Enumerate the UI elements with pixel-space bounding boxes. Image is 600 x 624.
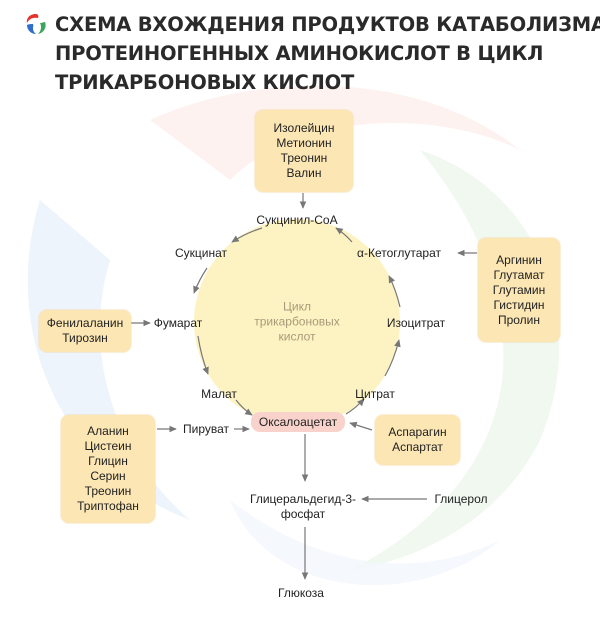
isocitrate-label: Изоцитрат (386, 316, 446, 330)
amino-acid: Глицин (88, 454, 128, 468)
amino-acid: Валин (286, 166, 322, 180)
center-line: трикарбоновых (254, 314, 340, 329)
amino-acid: Гистидин (493, 297, 545, 312)
amino-acid: Цистеин (84, 439, 132, 453)
glyceraldehyde-3-phosphate-label: Глицеральдегид-3- фосфат (250, 492, 356, 522)
malate-label: Малат (201, 387, 237, 401)
title-line: СХЕМА ВХОЖДЕНИЯ ПРОДУКТОВ КАТАБОЛИЗМА (55, 13, 600, 36)
amino-acid: Метионин (276, 136, 332, 150)
arrow-succinylcoa-succinate (231, 227, 263, 243)
amino-acid: Треонин (280, 151, 328, 165)
arrow-citrate-isocitrate (384, 339, 401, 377)
amino-acid: Глутамин (492, 282, 546, 297)
arrow-isocitrate-akg (388, 275, 401, 308)
succinate-label: Сукцинат (174, 246, 228, 260)
amino-acid: Треонин (84, 484, 132, 498)
cycle-circle (194, 219, 400, 425)
title-line: ТРИКАРБОНОВЫХ КИСЛОТ (55, 71, 355, 94)
amino-acid: Изолейцин (273, 121, 335, 135)
citrate-label: Цитрат (355, 387, 395, 401)
amino-acid: Серин (90, 469, 126, 483)
arrow-malate-oxaloacetate (235, 399, 253, 416)
fumarate-label: Фумарат (153, 316, 203, 330)
arrow-fumarate-malate (197, 335, 209, 375)
amino-acid: Аргинин (496, 252, 542, 267)
amino-acid: Аспартат (392, 440, 443, 454)
amino-acid: Тирозин (62, 331, 108, 345)
top-amino-acid-group: Изолейцин Метионин Треонин Валин (255, 110, 353, 192)
pyruvate-label: Пируват (182, 422, 230, 436)
amino-acid: Аланин (87, 424, 129, 438)
center-line: Цикл (283, 299, 311, 314)
arrow-succinate-fumarate (193, 267, 208, 294)
amino-acid: Аспарагин (388, 425, 447, 439)
asp-amino-acid-group: Аспарагин Аспартат (375, 415, 460, 465)
amino-acid: Фенилаланин (46, 316, 124, 330)
cycle-center-label: Цикл трикарбоновых кислот (254, 300, 340, 345)
amino-acid: Глутамат (493, 267, 545, 282)
arrow-akg-succinylcoa (335, 227, 353, 243)
arrow-asp-oxaloacetate (349, 421, 373, 431)
title-line: ПРОТЕИНОГЕННЫХ АМИНОКИСЛОТ В ЦИКЛ (55, 42, 544, 65)
bottom-left-amino-acid-group: Аланин Цистеин Глицин Серин Треонин Трип… (61, 415, 155, 523)
oxaloacetate-label: Оксалоацетат (251, 412, 345, 432)
arrow-oxaloacetate-citrate (345, 398, 365, 415)
right-amino-acid-group: Аргинин Глутамат Глутамин Гистидин Проли… (478, 238, 560, 342)
glucose-label: Глюкоза (278, 586, 324, 600)
page-title: СХЕМА ВХОЖДЕНИЯ ПРОДУКТОВ КАТАБОЛИЗМА ПР… (55, 10, 600, 97)
alpha-ketoglutarate-label: α-Кетоглутарат (357, 246, 441, 260)
three-swirl-logo-icon (26, 14, 46, 34)
gap-line: фосфат (280, 507, 326, 521)
amino-acid: Пролин (497, 312, 541, 327)
succinyl-coa-label: Сукцинил-CoA (256, 213, 338, 227)
left-amino-acid-group: Фенилаланин Тирозин (39, 310, 131, 352)
center-line: кислот (278, 329, 316, 344)
amino-acid: Триптофан (77, 499, 139, 513)
gap-line: Глицеральдегид-3- (250, 492, 356, 506)
glycerol-label: Глицерол (434, 492, 488, 506)
